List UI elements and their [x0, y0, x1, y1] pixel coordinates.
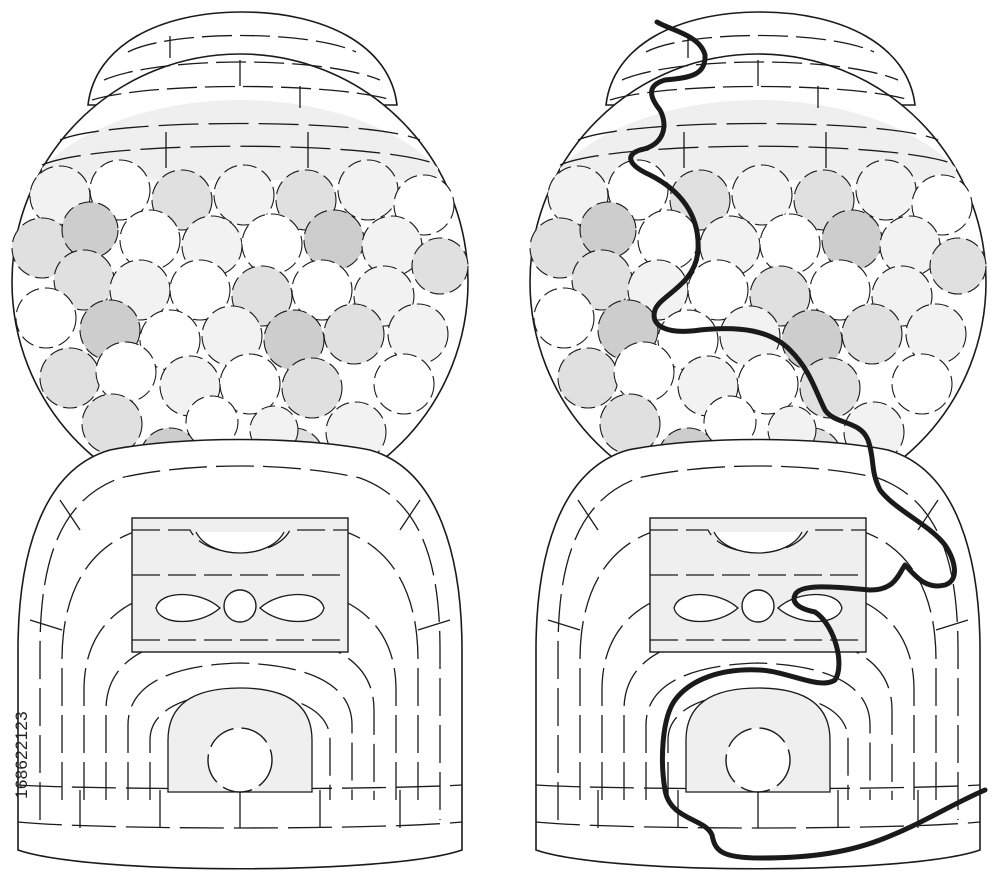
maze-solution — [529, 11, 987, 870]
maze-puzzle — [11, 11, 469, 870]
gumball-machine-maze-right — [529, 11, 987, 870]
gumball-machine-maze-left — [11, 11, 469, 870]
solution-path — [628, 19, 988, 861]
stock-id-text: 168622123 — [12, 711, 32, 799]
stock-id-label: 168622123 — [12, 655, 32, 855]
